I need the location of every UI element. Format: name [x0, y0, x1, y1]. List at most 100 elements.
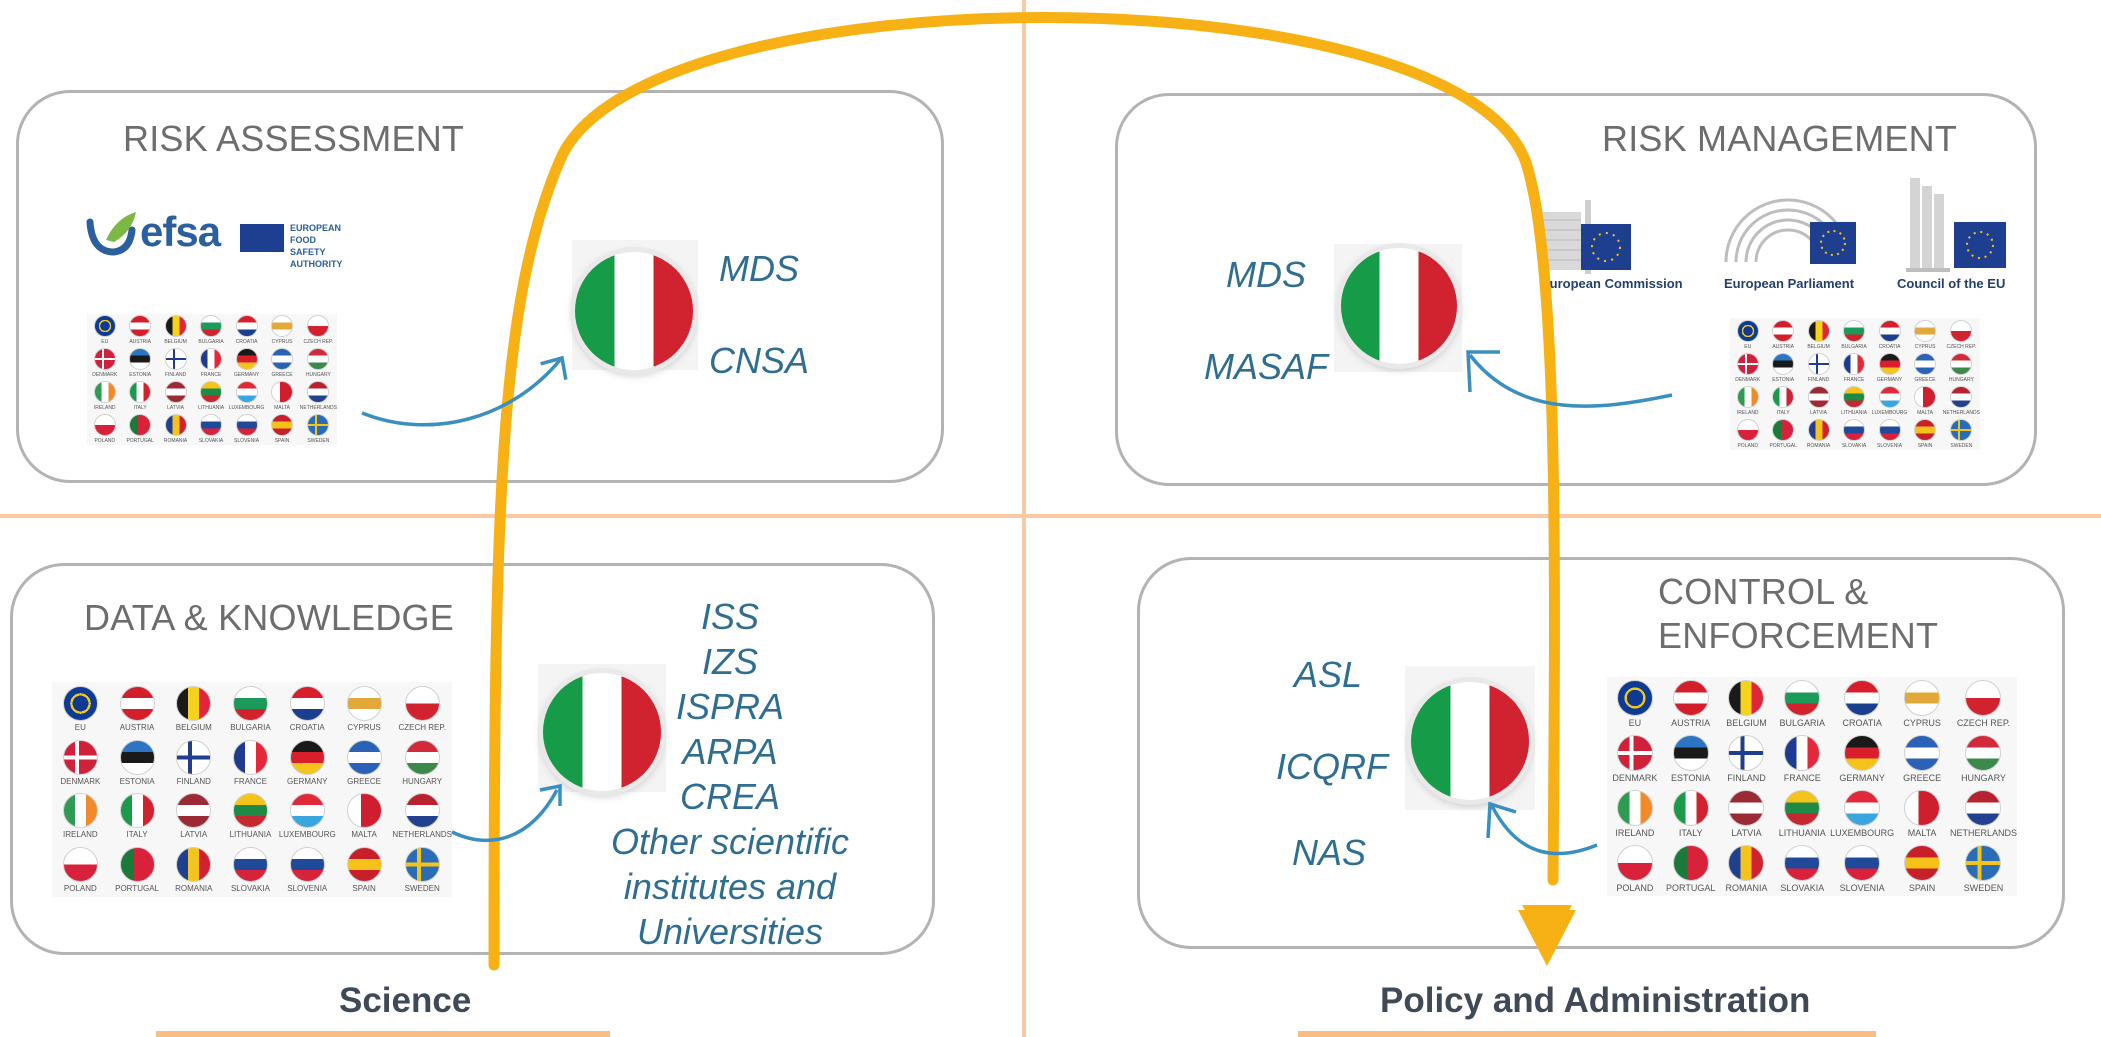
flag-portugal: PORTUGAL	[109, 843, 166, 897]
country-flag-icon	[129, 380, 152, 403]
science-underline	[156, 1031, 610, 1037]
flag-bulgaria: BULGARIA	[222, 682, 279, 736]
country-flag-icon	[1772, 418, 1795, 441]
flag-finland: FINLAND	[165, 736, 222, 790]
country-flag-icon	[1672, 844, 1709, 881]
flag-germany: GERMANY	[229, 347, 265, 380]
country-flag-icon	[1807, 418, 1830, 441]
arc-arrowhead-fill	[1522, 905, 1572, 950]
country-flag-icon	[1772, 352, 1795, 375]
flag-malta: MALTA	[264, 380, 299, 413]
country-flag-icon	[1728, 735, 1765, 772]
flag-austria: AUSTRIA	[1765, 318, 1800, 351]
country-name: HUNGARY	[305, 372, 331, 379]
org-label: CNSA	[709, 340, 810, 381]
country-flag-icon	[307, 380, 330, 403]
flag-greece: GREECE	[336, 736, 393, 790]
country-flag-icon	[1728, 789, 1765, 826]
flag-poland: POLAND	[1730, 417, 1765, 450]
country-flag-icon	[93, 315, 116, 338]
flag-spain: SPAIN	[336, 843, 393, 897]
country-flag-icon	[93, 413, 116, 436]
country-flag-icon	[404, 739, 440, 775]
flag-italy: ITALY	[1765, 384, 1800, 417]
country-name: FINLAND	[1727, 773, 1766, 784]
country-flag-icon	[129, 315, 152, 338]
flag-estonia: ESTONIA	[1663, 732, 1719, 787]
country-flag-icon	[164, 315, 187, 338]
flag-cyprus: CYPRUS	[1907, 318, 1942, 351]
country-name: ESTONIA	[1671, 773, 1711, 784]
country-flag-icon	[1844, 844, 1881, 881]
country-flag-icon	[1616, 789, 1653, 826]
flag-latvia: LATVIA	[158, 380, 193, 413]
country-name: LATVIA	[1810, 409, 1828, 416]
flag-croatia: CROATIA	[279, 682, 336, 736]
country-name: DENMARK	[1735, 376, 1761, 383]
country-name: GERMANY	[233, 372, 260, 379]
country-flag-icon	[271, 380, 294, 403]
country-flag-icon	[119, 739, 155, 775]
country-name: HUNGARY	[402, 776, 443, 786]
flag-greece: GREECE	[264, 347, 299, 380]
flag-hungary: HUNGARY	[300, 347, 337, 380]
country-flag-icon	[271, 413, 294, 436]
country-name: MALTA	[1917, 409, 1933, 416]
country-name: CROATIA	[1842, 718, 1882, 729]
country-flag-icon	[1616, 844, 1653, 881]
country-name: POLAND	[1737, 442, 1758, 449]
flag-czech-rep: CZECH REP.	[1943, 318, 1980, 351]
country-name: GERMANY	[1876, 376, 1903, 383]
country-flag-icon	[1736, 319, 1759, 342]
country-name: CYPRUS	[1914, 343, 1936, 350]
blue-arrow-rm	[1468, 353, 1673, 408]
country-flag-icon	[1843, 352, 1866, 375]
flag-luxembourg: LUXEMBOURG	[228, 380, 265, 413]
country-name: SWEDEN	[404, 884, 440, 894]
country-name: LATVIA	[167, 404, 185, 411]
country-flag-icon	[1843, 319, 1866, 342]
country-name: LUXEMBOURG	[228, 404, 265, 411]
country-name: LITHUANIA	[1778, 827, 1826, 838]
country-name: BULGARIA	[198, 339, 224, 346]
flag-france: FRANCE	[222, 736, 279, 790]
blue-arrow-dk	[451, 789, 559, 842]
flag-latvia: LATVIA	[1719, 787, 1775, 842]
country-flag-icon	[200, 413, 223, 436]
flag-austria: AUSTRIA	[1663, 677, 1719, 732]
country-name: SLOVENIA	[1877, 442, 1903, 449]
european-commission-logo	[1541, 200, 1633, 274]
country-name: CZECH REP.	[303, 339, 334, 346]
country-flag-icon	[176, 793, 212, 829]
country-flag-icon	[1904, 735, 1941, 772]
country-name: CROATIA	[235, 339, 258, 346]
country-name: EU	[1628, 718, 1642, 729]
country-flag-icon	[1672, 680, 1709, 717]
flag-denmark: DENMARK	[87, 347, 122, 380]
country-flag-icon	[271, 348, 294, 371]
country-name: BELGIUM	[1726, 718, 1767, 729]
flag-sweden: SWEDEN	[1950, 841, 2017, 896]
country-name: NETHERLANDS	[1942, 409, 1980, 416]
flag-lithuania: LITHUANIA	[1774, 787, 1830, 842]
flag-ireland: IRELAND	[52, 790, 109, 844]
country-flag-icon	[289, 793, 325, 829]
flag-denmark: DENMARK	[1730, 351, 1765, 384]
country-name: ROMANIA	[1725, 882, 1768, 893]
country-flag-icon	[235, 348, 258, 371]
italy-flag-icon	[1411, 682, 1529, 800]
country-name: FRANCE	[200, 372, 222, 379]
flag-bulgaria: BULGARIA	[1836, 318, 1871, 351]
country-name: MALTA	[1907, 827, 1937, 838]
country-name: LUXEMBOURG	[278, 830, 336, 840]
country-name: ITALY	[1678, 827, 1703, 838]
country-name: HUNGARY	[1961, 773, 2006, 784]
country-name: NETHERLANDS	[299, 404, 337, 411]
country-flag-icon	[1844, 735, 1881, 772]
country-name: IRELAND	[63, 830, 98, 840]
country-flag-icon	[1950, 319, 1973, 342]
efsa-logo: efsa EUROPEAN FOOD SAFETY AUTHORITY	[86, 206, 362, 269]
country-flag-icon	[1728, 844, 1765, 881]
data-knowledge-title: DATA & KNOWLEDGE	[84, 597, 454, 638]
country-flag-icon	[1914, 385, 1937, 408]
